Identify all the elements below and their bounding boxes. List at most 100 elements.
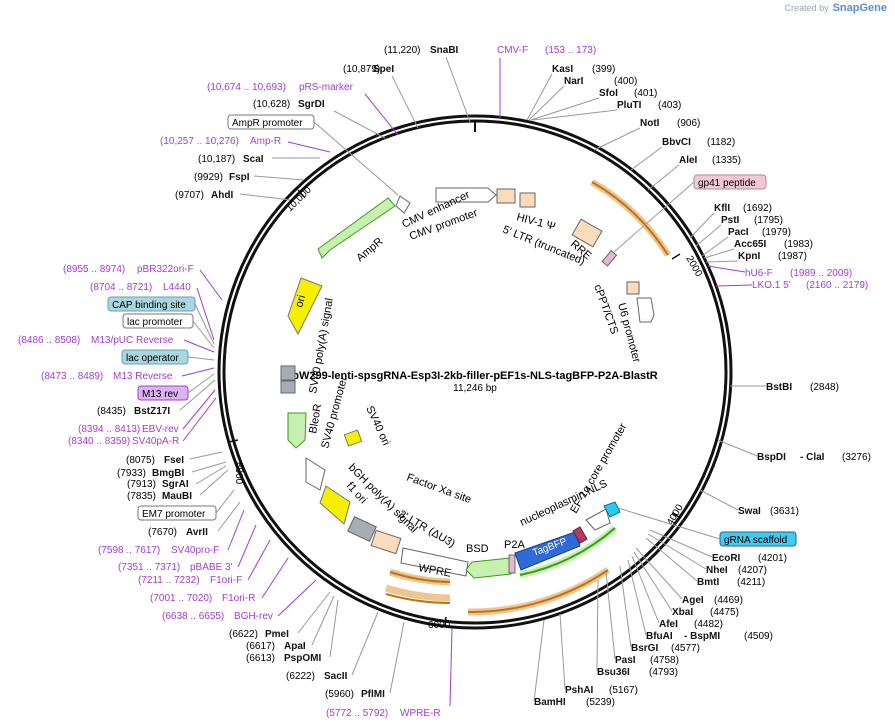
- gp41-peptide-label: gp41 peptide: [698, 178, 756, 189]
- site-pos-bstbi: (2848): [810, 382, 839, 393]
- site-amp-r: Amp-R: [250, 136, 281, 147]
- feature-bsd: BSD: [466, 543, 489, 555]
- created-by-label: Created by: [784, 3, 829, 13]
- site-pshai: PshAI: [565, 685, 594, 696]
- m13-rev-label: M13 rev: [142, 389, 178, 400]
- leader-wpre-r: [449, 627, 453, 707]
- bsd-arrow: [465, 557, 512, 579]
- leader-sgrai: [195, 465, 227, 485]
- site-pos-snabi: (11,220): [384, 45, 421, 56]
- leader-spei: [391, 75, 419, 129]
- tick-8000: [228, 439, 239, 443]
- site-bstbi: BstBI: [766, 382, 792, 393]
- leader-fsei: [189, 451, 223, 460]
- site-bstz17i: BstZ17I: [134, 406, 170, 417]
- site-paci: PacI: [728, 227, 749, 238]
- leader-ecori: [649, 529, 713, 558]
- site-bsu36i: Bsu36I: [597, 667, 630, 678]
- leader-agei: [635, 547, 683, 600]
- site-f1ori-r: F1ori-R: [222, 593, 255, 604]
- site-pos-xbai: (4475): [710, 607, 739, 618]
- sv40-polya-box-2: [280, 380, 296, 394]
- leader-ahdi: [239, 193, 291, 201]
- leader-bmti: [645, 537, 698, 582]
- leader-l4440: [196, 287, 215, 341]
- leader-sv40pa-r: [182, 397, 217, 442]
- leader-maubi: [199, 469, 229, 496]
- leader-grna: [617, 507, 721, 540]
- cppt-box: [626, 281, 640, 295]
- site-bspmi: - BspMI: [684, 631, 720, 642]
- sv40-ori-box: [343, 429, 363, 447]
- site-pos-sv40pa-r: (8340 .. 8359): [68, 436, 130, 447]
- orange-arc-small-1: [384, 584, 451, 602]
- hiv-psi-box: [496, 188, 516, 204]
- leader-sgrdi: [333, 110, 386, 139]
- leader-pasi: [605, 571, 616, 660]
- site-m13-reverse: M13 Reverse: [113, 371, 173, 382]
- feature-cppt: cPPT/CTS: [591, 283, 620, 336]
- leader-f1ori-r: [261, 557, 289, 599]
- site-pos-avrii: (7670): [148, 527, 177, 538]
- leader-bsu36i: [596, 579, 599, 672]
- site-pos-fspi: (9929): [194, 172, 223, 183]
- site-avrii: AvrII: [186, 527, 208, 538]
- leader-swai: [699, 489, 739, 511]
- site-hu6-f: hU6-F: [745, 268, 773, 279]
- leader-cap: [194, 303, 215, 345]
- site-pspomi: PspOMI: [284, 653, 321, 664]
- leader-acc65i: [703, 248, 735, 259]
- leader-m13-puc: [183, 339, 215, 353]
- wpre-box: [400, 547, 469, 577]
- site-bfuai: BfuAI: [646, 631, 673, 642]
- site-xbai: XbaI: [672, 607, 693, 618]
- site-pos-cmv-f: (153 .. 173): [545, 45, 596, 56]
- ef1a-promoter-box: [585, 508, 611, 531]
- site-bspdi: BspDI: [757, 452, 786, 463]
- sv40-polya-box-1: [280, 365, 296, 381]
- snapgene-brand: Created by SnapGene: [785, 2, 887, 14]
- site-pos-bfuai: (4509): [744, 631, 773, 642]
- site-sgrai: SgrAI: [162, 479, 189, 490]
- orange-arc-small-2-line: [389, 571, 451, 583]
- site-pos-pflmi: (5960): [325, 689, 354, 700]
- site-bmti: BmtI: [697, 577, 719, 588]
- site-sacii: SacII: [324, 671, 348, 682]
- site-pos-bsrgi: (4577): [671, 643, 700, 654]
- cmv-enhancer-box: [435, 187, 497, 203]
- ampr-promoter-box: [395, 195, 411, 214]
- site-sv40pa-r: SV40pA-R: [132, 436, 179, 447]
- site-sgrdi: SgrDI: [298, 99, 325, 110]
- orange-arc-top-line: [591, 181, 669, 256]
- site-pos-kfli: (1692): [743, 203, 772, 214]
- site-scai: ScaI: [243, 154, 264, 165]
- leader-ebv-rev: [182, 389, 216, 430]
- site-pos-nari: (400): [614, 76, 637, 87]
- grna-scaffold-label: gRNA scaffold: [724, 535, 787, 546]
- leader-bgh-rev: [277, 579, 317, 617]
- site-pos-lko: (2160 .. 2179): [806, 280, 868, 291]
- site-psti: PstI: [721, 215, 740, 226]
- site-pos-pbabe: (7351 .. 7371): [118, 562, 180, 573]
- plasmid-size: 11,246 bp: [453, 383, 497, 394]
- leader-fspi: [253, 175, 305, 181]
- p2a-box: [508, 554, 516, 574]
- leader-xbai: [633, 551, 673, 612]
- rre-box: [571, 218, 603, 248]
- leader-pspomi: [329, 599, 339, 658]
- bleor-arrow: [287, 412, 307, 449]
- plasmid-name: pW299-lenti-spsgRNA-Esp3I-2kb-filler-pEF…: [292, 370, 658, 382]
- leader-nhei: [647, 533, 707, 570]
- leader-snabi: [445, 56, 471, 123]
- site-nari: NarI: [564, 76, 584, 87]
- site-pos-l4440: (8704 .. 8721): [90, 282, 152, 293]
- leader-kpni: [705, 260, 739, 263]
- site-bmgbi: BmgBI: [152, 468, 184, 479]
- site-pos-prs-marker: (10,674 .. 10,693): [207, 82, 286, 93]
- leader-bamhi: [533, 619, 545, 702]
- site-pos-bspdi: (3276): [842, 452, 871, 463]
- site-pos-sgrai: (7913): [127, 479, 156, 490]
- site-pos-apai: (6617): [246, 641, 275, 652]
- site-ebv-rev: EBV-rev: [142, 424, 179, 435]
- site-ecori: EcoRI: [712, 553, 741, 564]
